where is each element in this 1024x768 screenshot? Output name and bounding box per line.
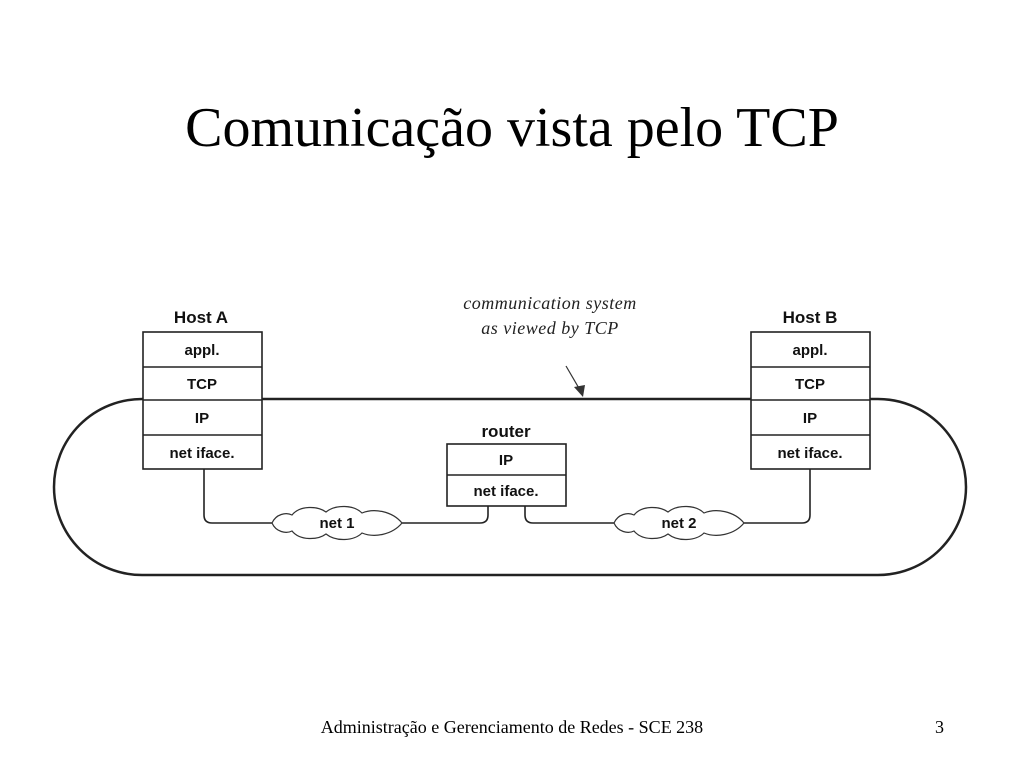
net1-cloud: net 1 [271,505,403,541]
net2-cloud: net 2 [613,505,745,541]
annotation-line-2: as viewed by TCP [481,318,618,338]
host-b-layer-tcp: TCP [795,376,825,393]
page-number: 3 [935,717,944,737]
slide-footer: Administração e Gerenciamento de Redes -… [320,717,704,737]
router-layer-ip: IP [499,452,513,469]
host-a-title: Host A [174,308,228,327]
router-layer-net-iface: net iface. [473,483,538,500]
router-title: router [481,422,531,441]
host-a-stack: appl. TCP IP net iface. [142,331,263,470]
host-a-layer-tcp: TCP [187,376,217,393]
annotation-arrow [565,365,581,391]
host-b-stack: appl. TCP IP net iface. [750,331,871,470]
wire-net2-to-host-b [744,469,811,524]
host-b-layer-net-iface: net iface. [777,445,842,462]
host-a-layer-ip: IP [195,410,209,427]
communication-system-boundary [52,397,968,577]
net1-label: net 1 [319,515,354,532]
net2-label: net 2 [661,515,696,532]
wire-router-to-net2 [524,506,614,524]
wire-net1-to-router [402,506,489,524]
host-b-layer-ip: IP [803,410,817,427]
slide-title: Comunicação vista pelo TCP [185,97,839,159]
host-b-title: Host B [783,308,838,327]
host-a-layer-appl: appl. [184,342,219,359]
host-a-layer-net-iface: net iface. [169,445,234,462]
host-b-layer-appl: appl. [792,342,827,359]
wire-host-a-to-net1 [203,469,272,524]
router-stack: IP net iface. [446,443,567,507]
annotation-line-1: communication system [463,293,636,313]
annotation-arrowhead [574,385,585,397]
